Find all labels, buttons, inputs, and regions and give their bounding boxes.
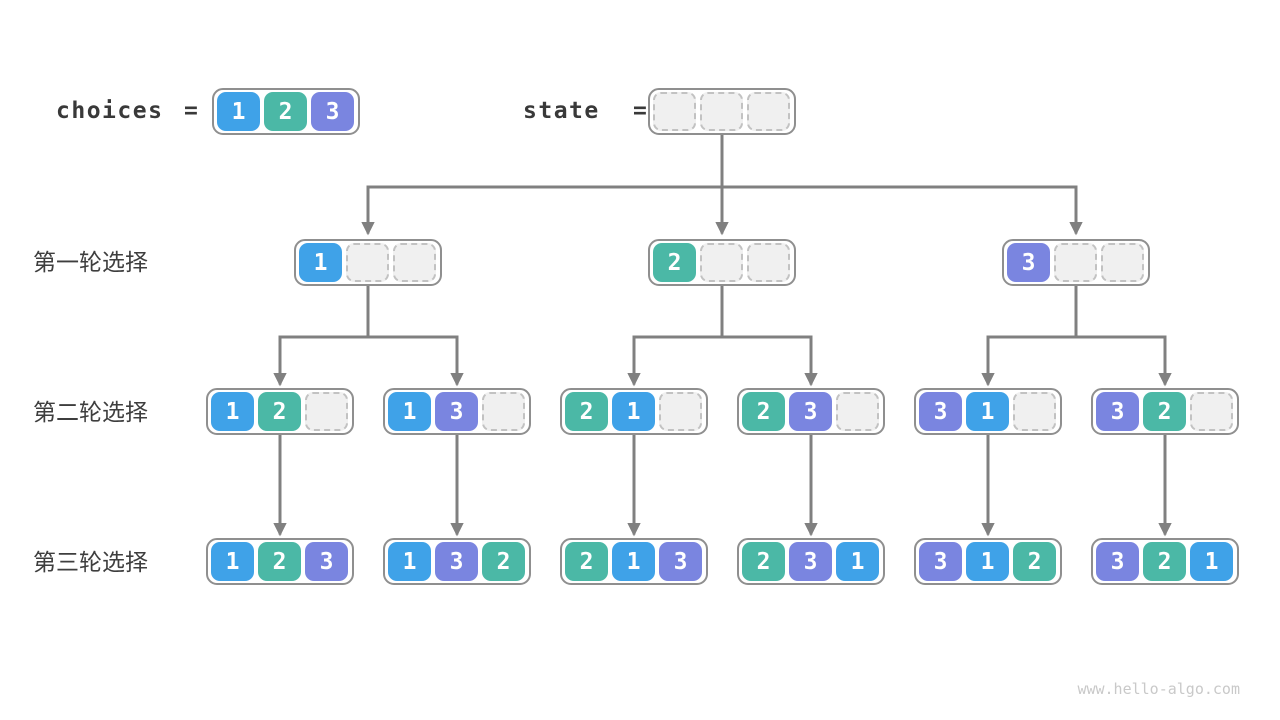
empty-cell [393,243,436,282]
empty-cell [836,392,879,431]
empty-cell [1101,243,1144,282]
array-cell: 1 [1190,542,1233,581]
array-cell: 3 [311,92,354,131]
state-label: state [523,98,600,124]
state-equals-sign: = [633,98,649,124]
array-cell: 3 [789,542,832,581]
array-cell: 1 [966,542,1009,581]
choices-label: choices [56,98,164,124]
array-cell: 1 [966,392,1009,431]
array-cell: 1 [211,542,254,581]
array-cell: 2 [565,542,608,581]
array-cell: 3 [1096,542,1139,581]
empty-cell [659,392,702,431]
array-cell: 3 [435,542,478,581]
array-cell: 2 [264,92,307,131]
array-cell: 1 [211,392,254,431]
array-cell: 1 [612,542,655,581]
array-cell: 3 [1007,243,1050,282]
watermark: www.hello-algo.com [1077,680,1240,698]
array-cell: 2 [653,243,696,282]
array-cell: 1 [612,392,655,431]
array-cell: 1 [217,92,260,131]
array-cell: 1 [388,542,431,581]
empty-cell [700,243,743,282]
array-cell: 1 [388,392,431,431]
array-cell: 3 [305,542,348,581]
empty-cell [1013,392,1056,431]
array-cell: 3 [919,392,962,431]
empty-cell [482,392,525,431]
round-2-label: 第二轮选择 [33,399,148,425]
empty-cell [700,92,743,131]
array-cell: 3 [659,542,702,581]
array-cell: 2 [565,392,608,431]
empty-cell [747,92,790,131]
array-cell: 2 [482,542,525,581]
array-cell: 2 [742,392,785,431]
array-cell: 2 [1143,542,1186,581]
round-1-box-3: 3 [1002,239,1150,286]
choices-equals-sign: = [184,98,200,124]
empty-cell [747,243,790,282]
array-cell: 1 [299,243,342,282]
empty-cell [1190,392,1233,431]
array-cell: 2 [1143,392,1186,431]
array-cell: 2 [742,542,785,581]
array-cell: 2 [258,392,301,431]
array-cell: 3 [919,542,962,581]
state-array [648,88,796,135]
round-1-label: 第一轮选择 [33,249,148,275]
round-1-box-1: 1 [294,239,442,286]
empty-cell [346,243,389,282]
empty-cell [305,392,348,431]
round-3-label: 第三轮选择 [33,549,148,575]
array-cell: 3 [435,392,478,431]
round-1-box-2: 2 [648,239,796,286]
array-cell: 2 [1013,542,1056,581]
array-cell: 2 [258,542,301,581]
array-cell: 3 [789,392,832,431]
array-cell: 1 [836,542,879,581]
empty-cell [653,92,696,131]
empty-cell [1054,243,1097,282]
array-cell: 3 [1096,392,1139,431]
